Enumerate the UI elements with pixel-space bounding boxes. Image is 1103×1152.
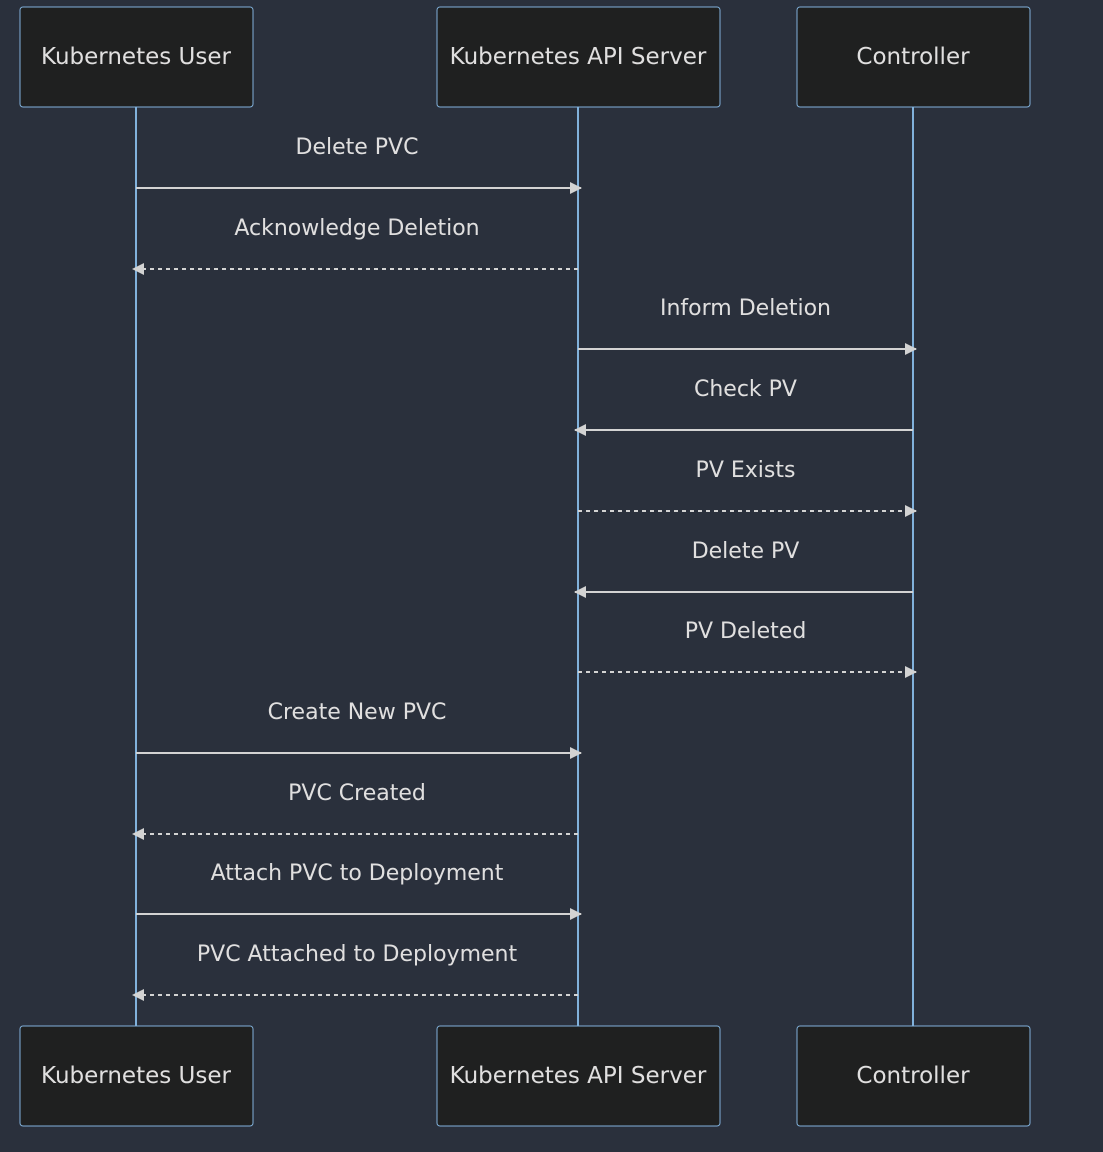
message: PV Deleted bbox=[578, 619, 917, 678]
actor-box bbox=[436, 6, 721, 108]
actor-api-bottom: Kubernetes API Server bbox=[436, 1025, 721, 1127]
lifelines bbox=[135, 107, 914, 1026]
actor-label: Kubernetes API Server bbox=[450, 1063, 707, 1089]
message: Delete PV bbox=[574, 539, 913, 598]
message-label: Check PV bbox=[694, 377, 797, 402]
actor-box bbox=[19, 6, 254, 108]
message-label: PVC Created bbox=[288, 781, 426, 806]
message: Create New PVC bbox=[136, 700, 582, 759]
message-label: PV Deleted bbox=[685, 619, 807, 644]
actor-box bbox=[796, 1025, 1031, 1127]
message: Attach PVC to Deployment bbox=[136, 861, 582, 920]
actor-ctrl-top: Controller bbox=[796, 6, 1031, 108]
message-label: Inform Deletion bbox=[660, 296, 831, 321]
actor-box bbox=[19, 1025, 254, 1127]
actor-api-top: Kubernetes API Server bbox=[436, 6, 721, 108]
actor-box bbox=[436, 1025, 721, 1127]
actor-user-bottom: Kubernetes User bbox=[19, 1025, 254, 1127]
message: Acknowledge Deletion bbox=[132, 216, 578, 275]
actor-user-top: Kubernetes User bbox=[19, 6, 254, 108]
actors-bottom: Kubernetes User Kubernetes API Server Cont… bbox=[19, 1025, 1031, 1127]
message: Check PV bbox=[574, 377, 913, 436]
message-label: Delete PVC bbox=[296, 135, 419, 160]
actor-label: Controller bbox=[856, 44, 970, 70]
actor-label: Kubernetes User bbox=[41, 1063, 231, 1089]
message: PVC Created bbox=[132, 781, 578, 840]
actor-label: Kubernetes User bbox=[41, 44, 231, 70]
message: PVC Attached to Deployment bbox=[132, 942, 578, 1001]
message-label: PV Exists bbox=[696, 458, 796, 483]
message-label: Create New PVC bbox=[268, 700, 447, 725]
actors-top: Kubernetes User Kubernetes API Server Cont… bbox=[19, 6, 1031, 108]
message: Inform Deletion bbox=[578, 296, 917, 355]
actor-ctrl-bottom: Controller bbox=[796, 1025, 1031, 1127]
actor-box bbox=[796, 6, 1031, 108]
message-label: PVC Attached to Deployment bbox=[197, 942, 518, 967]
message: PV Exists bbox=[578, 458, 917, 517]
message-label: Attach PVC to Deployment bbox=[211, 861, 504, 886]
message: Delete PVC bbox=[136, 135, 582, 194]
actor-label: Controller bbox=[856, 1063, 970, 1089]
actor-label: Kubernetes API Server bbox=[450, 44, 707, 70]
message-label: Delete PV bbox=[692, 539, 800, 564]
message-label: Acknowledge Deletion bbox=[234, 216, 479, 241]
